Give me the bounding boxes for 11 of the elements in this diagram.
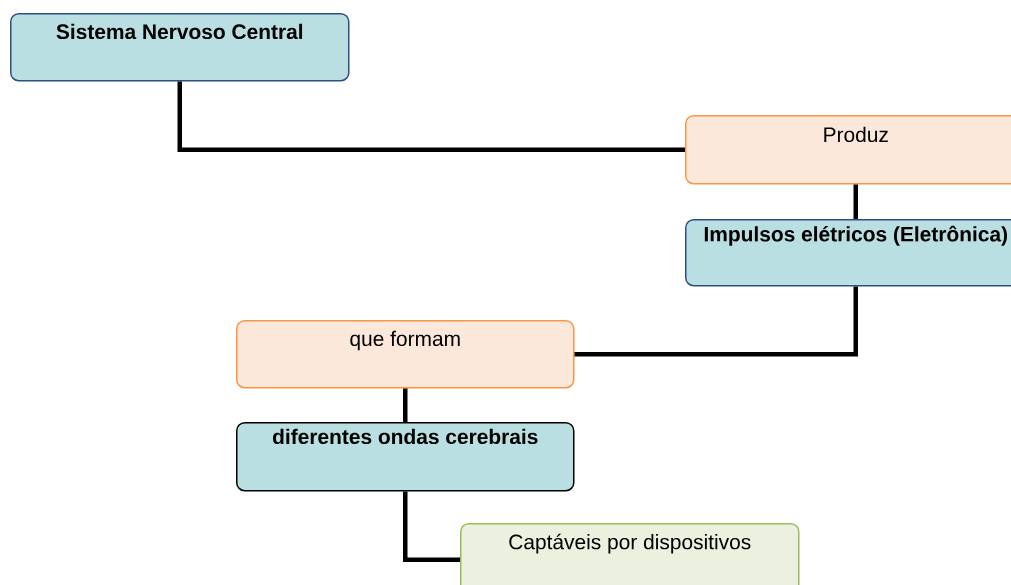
connector-line [177,81,685,152]
connector-line [853,184,858,219]
linking-phrase-box: que formam [236,320,575,389]
connector-line [403,388,408,422]
concept-box: diferentes ondas cerebrais [236,422,575,492]
connector-line [403,491,460,562]
linking-phrase-box: Captáveis por dispositivos [460,523,800,585]
concept-box: Impulsos elétricos (Eletrônica) [685,219,1011,287]
concept-box: Sistema Nervoso Central [10,13,350,82]
linking-phrase-box: Produz [685,115,1011,185]
connector-line [574,286,858,357]
